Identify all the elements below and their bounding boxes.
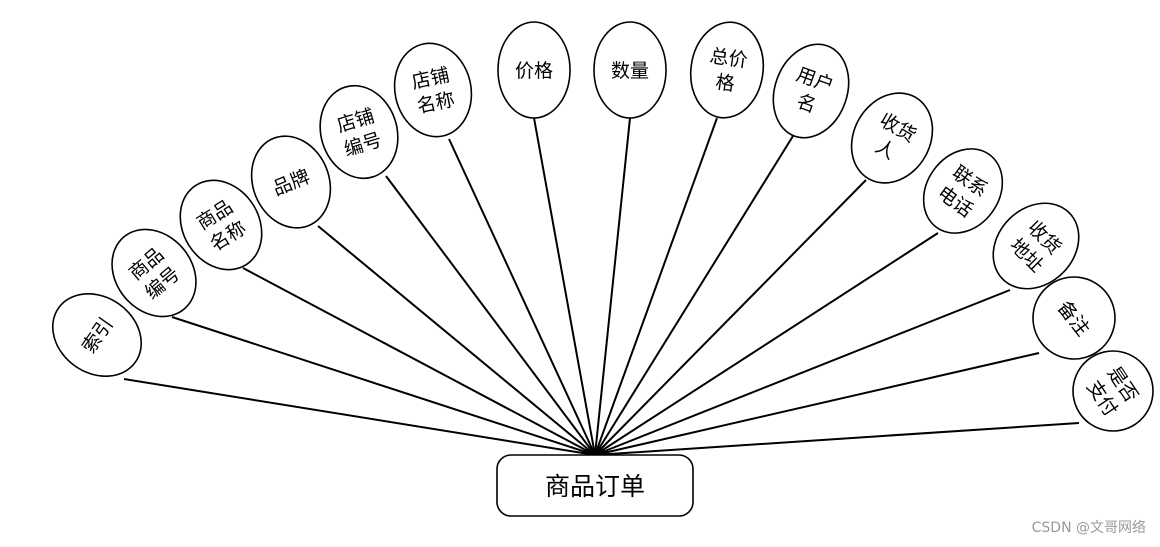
connector-line xyxy=(242,267,596,456)
connector-line xyxy=(385,175,596,456)
connector-line xyxy=(594,117,631,456)
connector-line xyxy=(594,289,1011,456)
connector-lines xyxy=(123,117,1080,456)
attribute-ellipse xyxy=(111,228,197,318)
connector-line xyxy=(594,135,794,456)
attribute-ellipse xyxy=(319,84,399,180)
entity-box xyxy=(496,454,694,517)
attribute-label: 总价 xyxy=(708,45,749,72)
attribute-node: 备注 xyxy=(1032,276,1116,360)
connector-line xyxy=(594,352,1040,456)
connector-line xyxy=(594,232,939,456)
attribute-label: 格 xyxy=(714,71,736,95)
attribute-ellipse xyxy=(179,179,263,271)
connector-line xyxy=(594,422,1080,456)
entity-label: 商品订单 xyxy=(545,472,645,501)
watermark: CSDN @文哥网络 xyxy=(1031,520,1146,536)
attribute-nodes: 索引商品编号商品名称品牌店铺编号店铺名称价格数量总价格用户名收货人联系电话收货地… xyxy=(51,21,1154,432)
attribute-ellipse xyxy=(922,148,1004,234)
connector-line xyxy=(533,117,596,456)
attribute-node: 数量 xyxy=(593,21,667,119)
entity-node: 商品订单 xyxy=(496,454,694,517)
attribute-ellipse xyxy=(393,42,473,138)
attribute-ellipse xyxy=(593,21,667,119)
connector-line xyxy=(594,179,867,456)
attribute-ellipse xyxy=(850,92,934,184)
connector-line xyxy=(448,138,596,456)
attribute-ellipse xyxy=(497,21,571,119)
attribute-ellipse xyxy=(250,135,332,229)
attribute-label: 数量 xyxy=(611,60,649,82)
attribute-node: 用户名 xyxy=(772,43,850,139)
connector-line xyxy=(594,117,718,456)
attribute-node: 总价格 xyxy=(689,21,765,119)
attribute-ellipse xyxy=(1032,276,1116,360)
attribute-label: 价格 xyxy=(515,60,553,82)
attribute-node: 收货人 xyxy=(850,92,934,184)
attribute-node: 价格 xyxy=(497,21,571,119)
attribute-node: 索引 xyxy=(51,293,143,377)
attribute-ellipse xyxy=(772,43,850,139)
attribute-ellipse xyxy=(992,202,1080,290)
connector-line xyxy=(171,316,596,456)
attribute-node: 品牌 xyxy=(250,135,332,229)
attribute-ellipse xyxy=(1072,350,1154,432)
attribute-ellipse xyxy=(689,21,765,119)
connector-line xyxy=(317,225,596,456)
attribute-ellipse xyxy=(51,293,143,377)
connector-line xyxy=(123,378,596,456)
